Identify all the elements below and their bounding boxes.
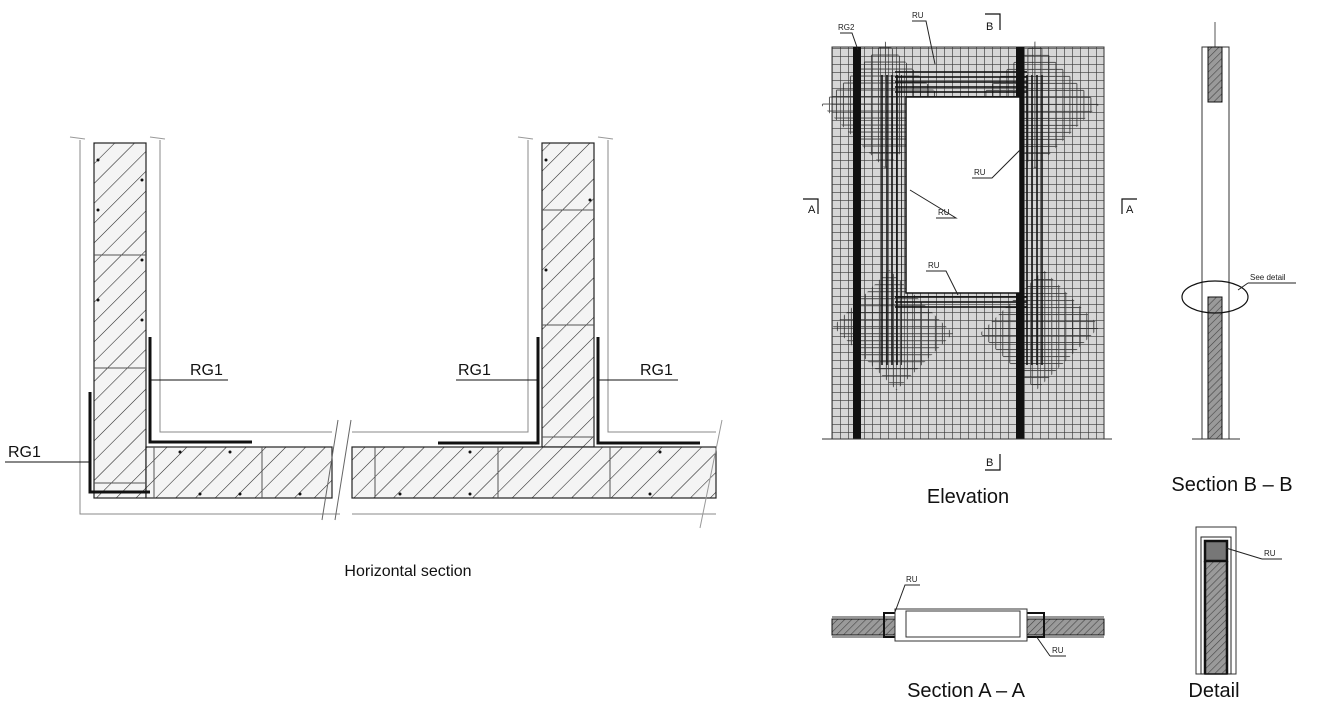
rg1-label-left: RG1: [8, 444, 41, 461]
ru-label-aa-top: RU: [906, 575, 918, 584]
caption-section-a-a: Section A – A: [907, 680, 1026, 702]
ru-label-detail: RU: [1264, 549, 1276, 558]
cut-b-top: B: [986, 21, 993, 33]
ru-label-left: RU: [938, 208, 950, 217]
ru-label-aa-bottom: RU: [1052, 646, 1064, 655]
section-a-a: RU RU Section A – A: [831, 575, 1105, 702]
cut-a-left: A: [808, 204, 816, 216]
caption-elevation: Elevation: [927, 486, 1009, 508]
rg1-label-corner: RG1: [190, 362, 223, 379]
horizontal-section: RG1 RG1 RG1 RG1 Horizontal section: [5, 136, 723, 580]
rg1-label-t-left: RG1: [458, 362, 491, 379]
t-junction-wall: [351, 136, 723, 529]
ru-label-right: RU: [974, 168, 986, 177]
detail: RU Detail: [1188, 526, 1282, 702]
left-corner-wall: [69, 136, 340, 515]
caption-detail: Detail: [1188, 680, 1239, 702]
cut-b-bottom: B: [986, 457, 993, 469]
rg1-leaders: [5, 379, 678, 463]
ru-label-top: RU: [912, 11, 924, 20]
caption-section-b-b: Section B – B: [1171, 474, 1292, 496]
section-b-b: See detail Section B – B: [1171, 22, 1296, 496]
cut-a-right: A: [1126, 204, 1134, 216]
rg2-label: RG2: [838, 23, 855, 32]
caption-horizontal-section: Horizontal section: [344, 563, 471, 580]
see-detail-label: See detail: [1250, 273, 1286, 282]
rg1-label-t-right: RG1: [640, 362, 673, 379]
ru-label-bottom: RU: [928, 261, 940, 270]
elevation: RG2 RU RU RU RU B B A A Elevation: [803, 11, 1137, 508]
